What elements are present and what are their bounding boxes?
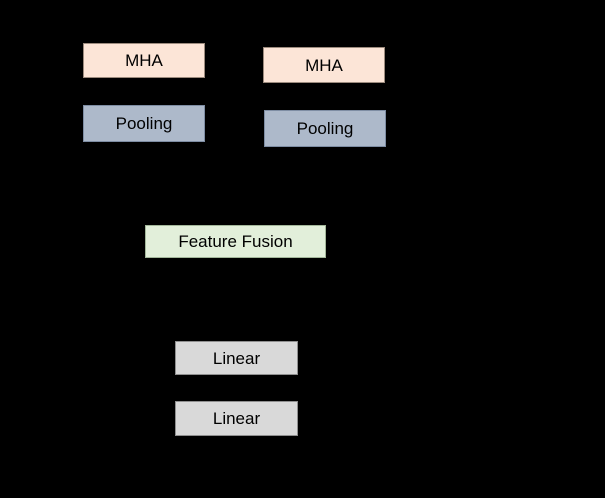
node-label-mha-left: MHA <box>125 51 163 70</box>
node-pooling-right: Pooling <box>264 110 386 147</box>
node-label-linear-bottom: Linear <box>212 409 261 428</box>
node-label-feature-fusion: Feature Fusion <box>178 232 293 251</box>
node-label-pooling-left: Pooling <box>115 114 173 133</box>
node-feature-fusion: Feature Fusion <box>145 225 326 258</box>
node-linear-top: Linear <box>175 341 298 375</box>
node-mha-left: MHA <box>83 43 205 78</box>
node-linear-bottom: Linear <box>175 401 298 436</box>
node-mha-right: MHA <box>263 47 385 83</box>
node-label-linear-top: Linear <box>212 348 261 368</box>
node-label-pooling-right: Pooling <box>296 119 354 138</box>
node-label-mha-right: MHA <box>305 55 343 75</box>
node-pooling-left: Pooling <box>83 105 205 142</box>
